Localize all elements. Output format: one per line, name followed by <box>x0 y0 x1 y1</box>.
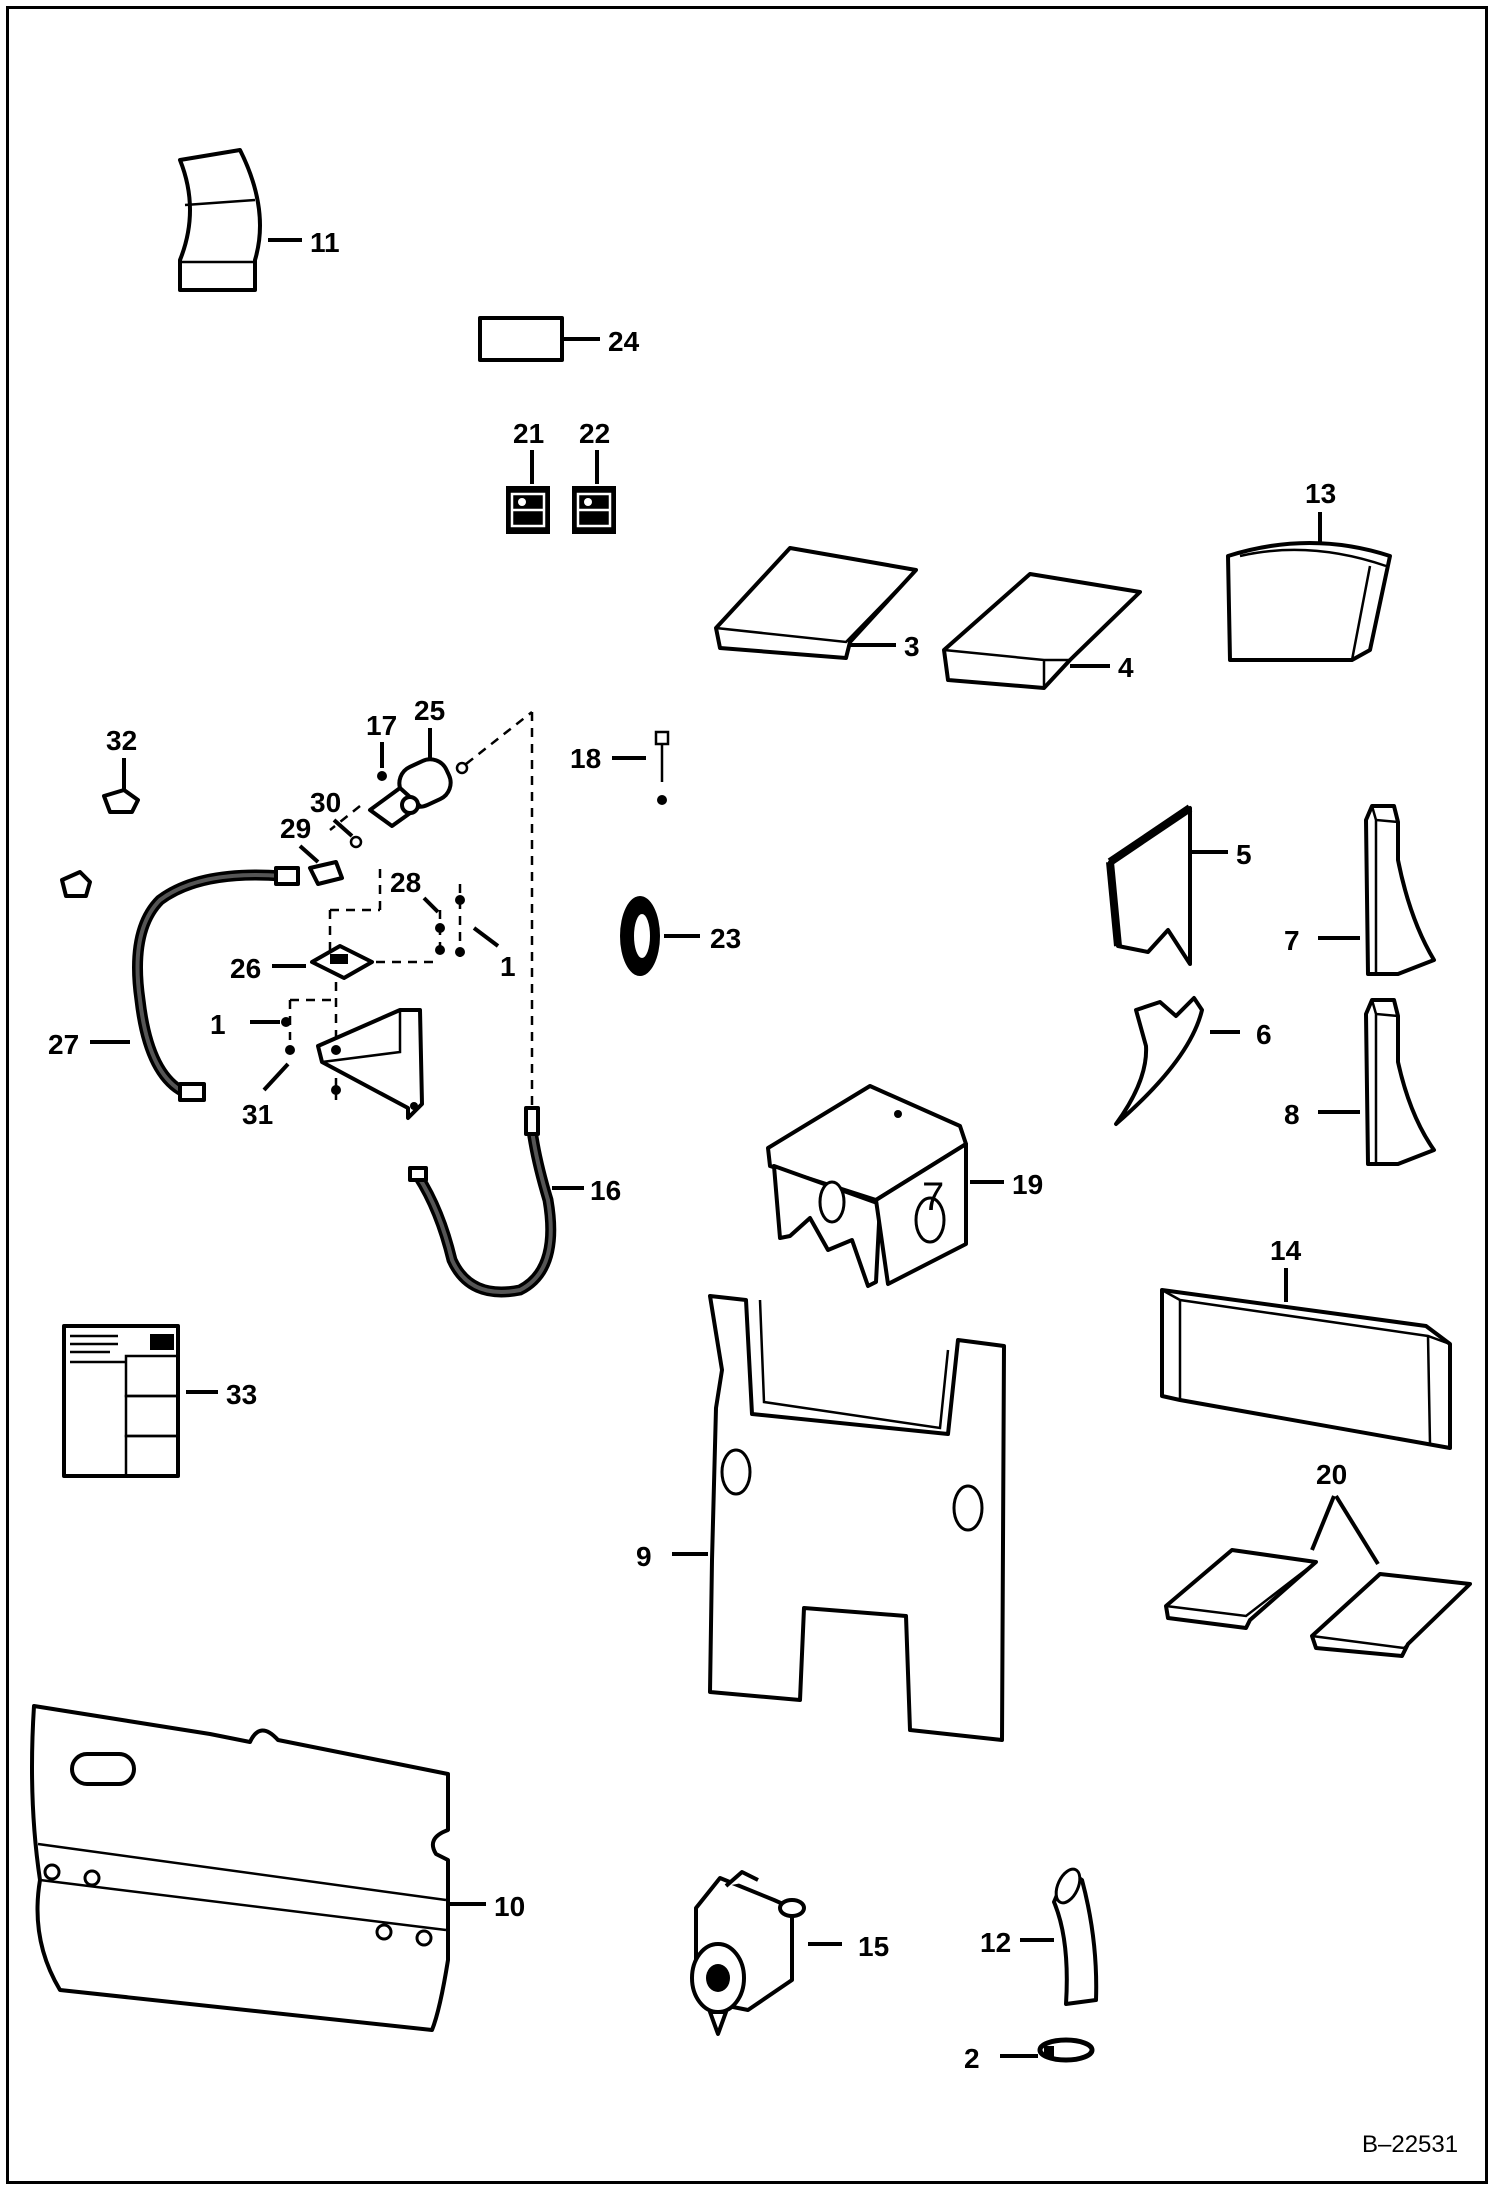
part-5-panel: 5 <box>1106 804 1252 966</box>
callout-17: 17 <box>366 710 397 741</box>
part-33-manual: 33 <box>62 1324 257 1478</box>
callout-31: 31 <box>242 1099 273 1130</box>
part-23-grommet: 23 <box>620 896 741 976</box>
callout-30: 30 <box>310 787 341 818</box>
part-15-canister: 15 <box>690 1870 889 2036</box>
callout-20: 20 <box>1316 1459 1347 1490</box>
part-19-cover: 7 19 <box>766 1084 1043 1288</box>
callout-28: 28 <box>390 867 421 898</box>
part-20-pads: 20 <box>1164 1459 1472 1658</box>
callout-23: 23 <box>710 923 741 954</box>
callout-19: 19 <box>1012 1169 1043 1200</box>
part-12-tube: 12 <box>980 1867 1099 2006</box>
callout-26: 26 <box>230 953 261 984</box>
diagram-border <box>6 6 1488 2184</box>
callout-18: 18 <box>570 743 601 774</box>
part-13-block: 13 <box>1226 478 1392 662</box>
part-3-pad: 3 <box>714 546 920 662</box>
callout-1a: 1 <box>500 951 516 982</box>
callout-25: 25 <box>414 695 445 726</box>
part-bracket-assembly: 28 1 26 1 31 <box>210 867 516 1130</box>
callout-13: 13 <box>1305 478 1336 509</box>
part-10-panel: 10 <box>30 1704 525 2032</box>
callout-7: 7 <box>1284 925 1300 956</box>
callout-12: 12 <box>980 1927 1011 1958</box>
part-11-curved-pad: 11 <box>178 148 340 292</box>
callout-33: 33 <box>226 1379 257 1410</box>
callout-1b: 1 <box>210 1009 226 1040</box>
diagram-id: B–22531 <box>1362 2131 1458 2158</box>
part-8-pad: 8 <box>1284 998 1436 1166</box>
svg-text:7: 7 <box>922 1175 944 1219</box>
callout-15: 15 <box>858 1931 889 1962</box>
part-7-pad: 7 <box>1284 804 1436 976</box>
part-24-decal: 24 <box>478 316 640 362</box>
callout-21: 21 <box>513 418 544 449</box>
part-27-hose: 27 <box>48 866 300 1102</box>
part-2-clamp: 2 <box>964 2037 1095 2074</box>
callout-27: 27 <box>48 1029 79 1060</box>
callout-2: 2 <box>964 2043 980 2074</box>
part-14-long-pad: 14 <box>1160 1235 1452 1450</box>
callout-24: 24 <box>608 326 640 357</box>
part-25-assembly: 17 25 29 30 <box>280 695 534 1120</box>
part-16-hose: 16 <box>408 1106 621 1298</box>
part-4-pad: 4 <box>942 572 1142 690</box>
callout-11: 11 <box>310 227 340 258</box>
callout-8: 8 <box>1284 1099 1300 1130</box>
callout-9: 9 <box>636 1541 652 1572</box>
callout-29: 29 <box>280 813 311 844</box>
callout-3: 3 <box>904 631 920 662</box>
part-21-22-icon-decals: 21 22 <box>506 418 616 534</box>
callout-22: 22 <box>579 418 610 449</box>
callout-14: 14 <box>1270 1235 1302 1266</box>
part-32-fitting: 32 <box>60 725 140 898</box>
callout-6: 6 <box>1256 1019 1272 1050</box>
part-9-floor-plate: 9 <box>636 1294 1006 1742</box>
callout-32: 32 <box>106 725 137 756</box>
callout-4: 4 <box>1118 652 1134 683</box>
callout-10: 10 <box>494 1891 525 1922</box>
part-6-panel: 6 <box>1114 996 1272 1126</box>
callout-16: 16 <box>590 1175 621 1206</box>
part-18-bolt: 18 <box>570 730 670 805</box>
callout-5: 5 <box>1236 839 1252 870</box>
